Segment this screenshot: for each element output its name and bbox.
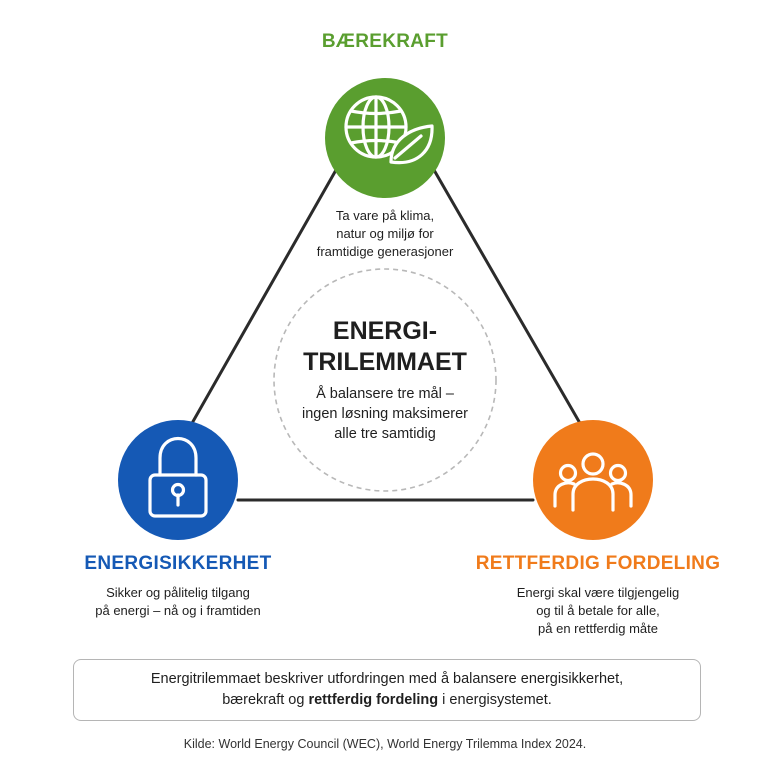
- triangle-edges: [189, 168, 583, 502]
- summary-line-2: bærekraft og rettferdig fordeling i ener…: [222, 690, 552, 711]
- center-dashed-circle: [273, 268, 497, 492]
- center-description: Å balansere tre mål – ingen løsning maks…: [285, 384, 485, 444]
- fairness-desc-line: på en rettferdig måte: [538, 621, 658, 636]
- center-title-line: TRILEMMAET: [303, 348, 467, 376]
- security-circle: [118, 420, 238, 540]
- security-description: Sikker og pålitelig tilgang på energi – …: [53, 584, 303, 620]
- fairness-title: RETTFERDIG FORDELING: [475, 553, 721, 574]
- security-desc-line: Sikker og pålitelig tilgang: [106, 585, 250, 600]
- sustainability-desc-line: framtidige generasjoner: [316, 244, 454, 259]
- summary-text: i energisystemet.: [438, 692, 552, 708]
- security-title: ENERGISIKKERHET: [84, 553, 272, 574]
- fairness-node: [533, 420, 653, 540]
- summary-box: Energitrilemmaet beskriver utfordringen …: [73, 659, 701, 721]
- sustainability-title: BÆREKRAFT: [321, 31, 449, 52]
- sustainability-description: Ta vare på klima, natur og miljø for fra…: [285, 207, 485, 261]
- edge-top-left: [189, 168, 338, 427]
- sustainability-desc-line: Ta vare på klima,: [335, 208, 435, 223]
- fairness-description: Energi skal være tilgjengelig og til å b…: [463, 584, 733, 638]
- globe-leaf-icon: [344, 95, 434, 165]
- fairness-desc-line: Energi skal være tilgjengelig: [516, 585, 680, 600]
- sustainability-node: [325, 78, 445, 198]
- summary-text: bærekraft og: [222, 692, 309, 708]
- source-citation: Kilde: World Energy Council (WEC), World…: [183, 737, 587, 751]
- people-group-icon: [553, 452, 633, 512]
- security-node: [118, 420, 238, 540]
- padlock-icon: [148, 436, 208, 518]
- summary-line-1: Energitrilemmaet beskriver utfordringen …: [150, 671, 624, 687]
- fairness-desc-line: og til å betale for alle,: [536, 603, 660, 618]
- center-desc-line: alle tre samtidig: [334, 426, 436, 442]
- center-title: ENERGI- TRILEMMAET: [285, 316, 485, 378]
- sustainability-circle: [325, 78, 445, 198]
- center-desc-line: Å balansere tre mål –: [316, 386, 454, 402]
- center-title-line: ENERGI-: [332, 317, 438, 345]
- sustainability-desc-line: natur og miljø for: [336, 226, 434, 241]
- summary-emphasis: rettferdig fordeling: [308, 692, 439, 708]
- edge-top-right: [432, 168, 583, 427]
- security-desc-line: på energi – nå og i framtiden: [95, 603, 261, 618]
- center-desc-line: ingen løsning maksimerer: [301, 406, 468, 422]
